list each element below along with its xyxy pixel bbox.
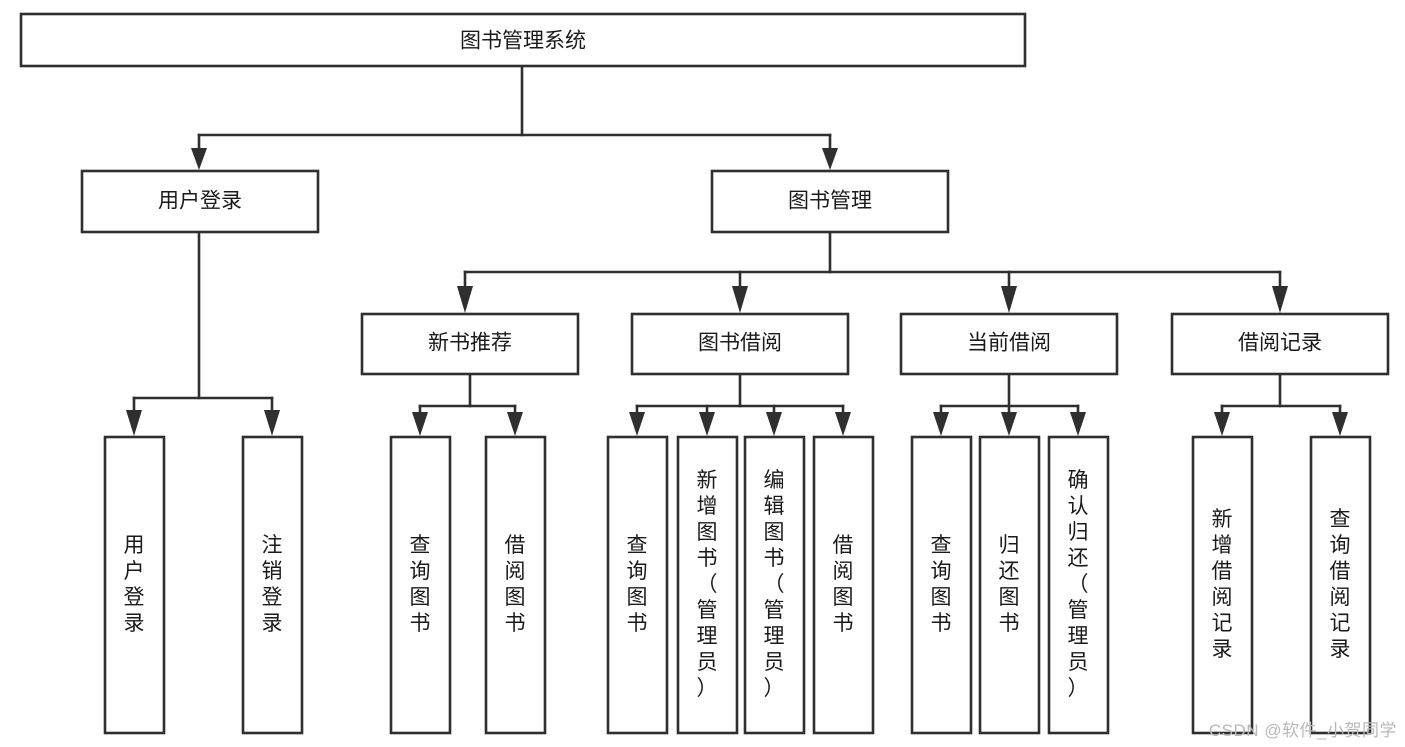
node-leaf-query-book-1-box[interactable] <box>389 435 452 735</box>
node-leaf-return-book-box[interactable] <box>978 435 1041 735</box>
arrow-head-leaf-user-login <box>126 410 142 436</box>
node-leaf-borrow-book-1-box[interactable] <box>484 435 547 735</box>
node-leaf-borrow-book-1[interactable]: 借阅图书 <box>484 435 547 735</box>
arrow-head-new-book-rec <box>457 286 473 313</box>
node-root-box[interactable] <box>19 12 1027 68</box>
arrow-head-book-manage <box>822 148 838 170</box>
node-leaf-add-book-box[interactable] <box>676 435 739 735</box>
node-leaf-query-record[interactable]: 查询借阅记录 <box>1309 435 1372 735</box>
node-leaf-query-book-1-label: 查询图书 <box>410 534 431 635</box>
node-leaf-query-book-3[interactable]: 查询图书 <box>910 435 973 735</box>
node-leaf-return-book[interactable]: 归还图书 <box>978 435 1041 735</box>
node-leaf-borrow-book-2[interactable]: 借阅图书 <box>812 435 875 735</box>
arrow-head-return-book <box>1001 412 1017 436</box>
connector-layer <box>126 64 1348 436</box>
node-new-book-rec-box[interactable] <box>360 312 580 376</box>
node-leaf-logout-box[interactable] <box>241 435 304 735</box>
arrow-head-add-record <box>1214 412 1230 436</box>
node-book-manage-box[interactable] <box>710 169 950 234</box>
node-leaf-query-book-3-label: 查询图书 <box>931 534 952 635</box>
node-leaf-edit-book-label: 编辑图书（管理员） <box>764 469 785 700</box>
node-user-login-label: 用户登录 <box>158 190 242 213</box>
node-leaf-add-record-box[interactable] <box>1191 435 1254 735</box>
node-leaf-logout-label: 注销登录 <box>262 534 283 635</box>
node-leaf-confirm-return-label: 确认归还（管理员） <box>1068 469 1089 700</box>
arrow-head-query-book-1 <box>412 412 428 436</box>
node-leaf-query-book-2-label: 查询图书 <box>627 534 648 635</box>
arrow-head-borrow-book-1 <box>507 412 523 436</box>
node-borrow-record[interactable]: 借阅记录 <box>1170 312 1390 376</box>
node-leaf-add-book[interactable]: 新增图书（管理员） <box>676 435 739 735</box>
node-leaf-query-record-label: 查询借阅记录 <box>1330 508 1351 661</box>
node-book-borrow-label: 图书借阅 <box>698 332 782 355</box>
node-user-login[interactable]: 用户登录 <box>80 169 320 234</box>
node-leaf-query-book-1[interactable]: 查询图书 <box>389 435 452 735</box>
node-current-borrow-label: 当前借阅 <box>967 332 1051 355</box>
node-user-login-box[interactable] <box>80 169 320 234</box>
node-leaf-logout[interactable]: 注销登录 <box>241 435 304 735</box>
node-leaf-add-record[interactable]: 新增借阅记录 <box>1191 435 1254 735</box>
node-current-borrow-box[interactable] <box>899 312 1119 376</box>
arrow-head-current-borrow <box>1001 286 1017 313</box>
node-root-label: 图书管理系统 <box>460 30 586 53</box>
node-borrow-record-label: 借阅记录 <box>1238 332 1322 355</box>
node-borrow-record-box[interactable] <box>1170 312 1390 376</box>
arrow-head-query-record <box>1332 412 1348 436</box>
node-leaf-user-login-box[interactable] <box>103 435 166 735</box>
node-book-borrow-box[interactable] <box>630 312 850 376</box>
arrow-head-query-book-2 <box>629 412 645 436</box>
node-leaf-borrow-book-2-box[interactable] <box>812 435 875 735</box>
arrow-head-book-borrow <box>732 286 748 313</box>
node-leaf-confirm-return-box[interactable] <box>1047 435 1110 735</box>
arrow-head-confirm-return <box>1070 412 1086 436</box>
node-root[interactable]: 图书管理系统 <box>19 12 1027 68</box>
arrow-head-add-book <box>699 412 715 436</box>
arrow-head-edit-book <box>766 412 782 436</box>
node-book-manage[interactable]: 图书管理 <box>710 169 950 234</box>
node-leaf-edit-book-box[interactable] <box>743 435 806 735</box>
arrow-head-borrow-book-2 <box>835 412 851 436</box>
node-leaf-query-book-3-box[interactable] <box>910 435 973 735</box>
arrow-head-query-book-3 <box>933 412 949 436</box>
node-leaf-user-login-label: 用户登录 <box>124 534 145 635</box>
node-leaf-edit-book[interactable]: 编辑图书（管理员） <box>743 435 806 735</box>
arrow-head-user-login <box>191 148 207 170</box>
node-leaf-return-book-label: 归还图书 <box>999 534 1020 635</box>
arrow-head-borrow-record <box>1272 286 1288 313</box>
node-book-borrow[interactable]: 图书借阅 <box>630 312 850 376</box>
node-leaf-query-book-2-box[interactable] <box>606 435 669 735</box>
node-leaf-query-record-box[interactable] <box>1309 435 1372 735</box>
node-leaf-confirm-return[interactable]: 确认归还（管理员） <box>1047 435 1110 735</box>
node-new-book-rec-label: 新书推荐 <box>428 332 512 355</box>
node-leaf-query-book-2[interactable]: 查询图书 <box>606 435 669 735</box>
node-leaf-add-book-label: 新增图书（管理员） <box>697 469 718 700</box>
node-leaf-user-login[interactable]: 用户登录 <box>103 435 166 735</box>
arrow-head-leaf-logout <box>264 410 280 436</box>
node-book-manage-label: 图书管理 <box>788 190 872 213</box>
node-new-book-rec[interactable]: 新书推荐 <box>360 312 580 376</box>
node-current-borrow[interactable]: 当前借阅 <box>899 312 1119 376</box>
node-leaf-add-record-label: 新增借阅记录 <box>1212 508 1233 661</box>
node-leaf-borrow-book-1-label: 借阅图书 <box>505 534 526 635</box>
node-leaf-borrow-book-2-label: 借阅图书 <box>833 534 854 635</box>
